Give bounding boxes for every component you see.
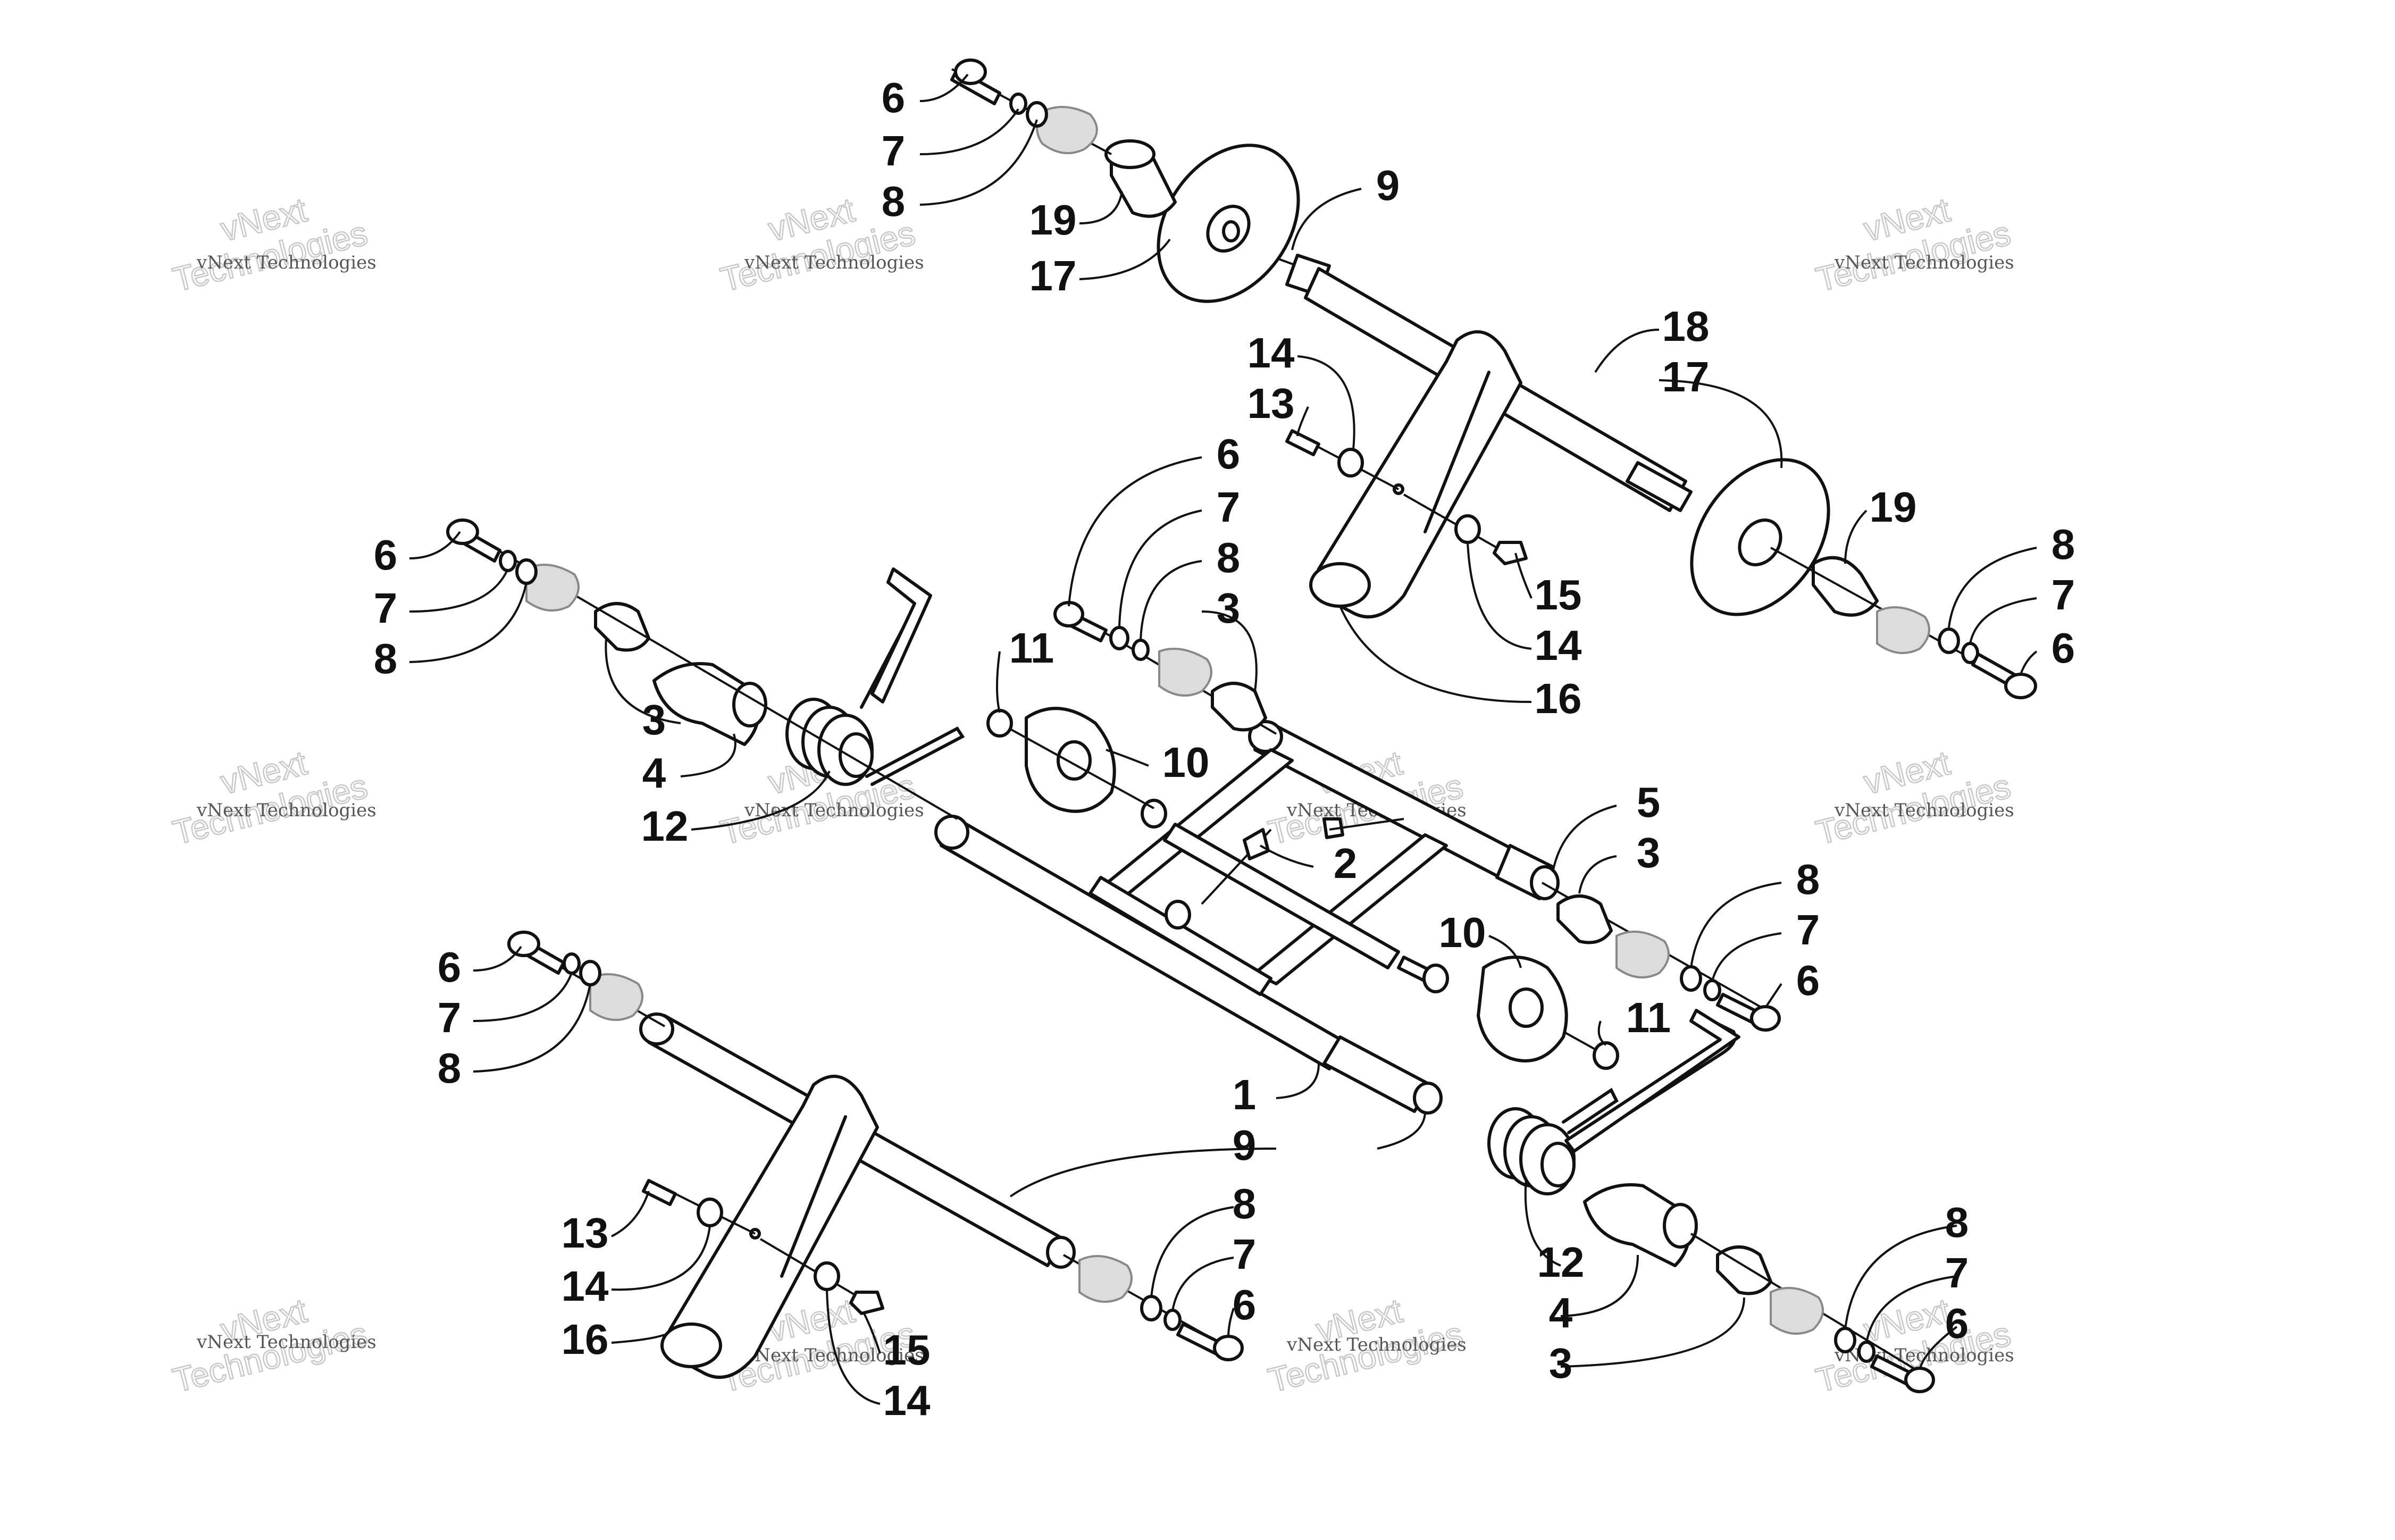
callout-15: 15 bbox=[1535, 571, 1582, 618]
callout-8: 8 bbox=[1796, 856, 1820, 903]
callout-7: 7 bbox=[882, 127, 906, 174]
callout-3: 3 bbox=[642, 696, 666, 743]
watermark-caption: vNext Technologies bbox=[1286, 1334, 1467, 1355]
callout-16: 16 bbox=[1535, 675, 1582, 722]
watermark-caption: vNext Technologies bbox=[196, 800, 376, 821]
lower-right-fasteners bbox=[1690, 1233, 1935, 1393]
callout-6: 6 bbox=[1233, 1281, 1257, 1328]
callout-6: 6 bbox=[1945, 1300, 1969, 1347]
callout-7: 7 bbox=[1217, 483, 1241, 531]
callout-17: 17 bbox=[1662, 353, 1710, 400]
callout-14: 14 bbox=[1247, 329, 1295, 376]
callout-9: 9 bbox=[1376, 162, 1400, 209]
callout-3: 3 bbox=[1217, 584, 1241, 632]
leader-lines bbox=[409, 73, 2038, 1405]
callout-6: 6 bbox=[374, 531, 398, 579]
middle-center-fasteners bbox=[1053, 601, 1277, 735]
watermark: vNext Technologies bbox=[169, 190, 372, 300]
upper-left-fasteners bbox=[950, 58, 1112, 155]
middle-left-spacer bbox=[594, 602, 650, 652]
cross-braces bbox=[1088, 748, 1449, 996]
watermark: vNext Technologies bbox=[169, 743, 372, 853]
middle-left-spring bbox=[785, 567, 965, 786]
callout-8: 8 bbox=[1217, 534, 1241, 581]
upper-left-spacer bbox=[1104, 139, 1177, 218]
callout-15: 15 bbox=[883, 1326, 931, 1374]
watermark-caption: vNext Technologies bbox=[744, 800, 924, 821]
callout-7: 7 bbox=[374, 584, 398, 632]
callout-6: 6 bbox=[438, 943, 462, 991]
callout-11: 11 bbox=[1009, 624, 1054, 672]
callout-14: 14 bbox=[883, 1377, 931, 1424]
callout-10: 10 bbox=[1439, 909, 1486, 956]
callout-10: 10 bbox=[1162, 739, 1210, 786]
lower-left-shaft-fasteners bbox=[507, 931, 665, 1027]
callout-6: 6 bbox=[2051, 624, 2075, 672]
callout-12: 12 bbox=[641, 802, 689, 850]
lower-right-sleeve bbox=[1583, 1183, 1698, 1267]
grease-fittings bbox=[1201, 817, 1404, 905]
watermark-caption: vNext Technologies bbox=[196, 1332, 376, 1353]
callout-7: 7 bbox=[1233, 1231, 1257, 1278]
watermark: vNext Technologies bbox=[1812, 190, 2015, 300]
callout-4: 4 bbox=[642, 749, 666, 797]
upper-arm-hardware bbox=[1285, 429, 1528, 565]
lower-left-arm-hardware bbox=[642, 1179, 884, 1315]
watermark-caption: vNext Technologies bbox=[744, 252, 924, 273]
main-cross-shaft bbox=[934, 815, 1443, 1115]
callout-18: 18 bbox=[1662, 303, 1710, 350]
lower-left-end-fasteners bbox=[1063, 1254, 1244, 1361]
callout-12: 12 bbox=[1537, 1238, 1585, 1286]
callout-17: 17 bbox=[1029, 252, 1077, 299]
upper-right-fasteners bbox=[1770, 547, 2037, 699]
lower-left-arm bbox=[660, 1075, 879, 1379]
callout-14: 14 bbox=[562, 1262, 609, 1310]
callout-5: 5 bbox=[1637, 779, 1661, 826]
upper-right-spacer bbox=[1812, 556, 1879, 617]
callout-8: 8 bbox=[1945, 1199, 1969, 1246]
callout-7: 7 bbox=[438, 994, 462, 1041]
callout-9: 9 bbox=[1233, 1121, 1257, 1169]
callout-6: 6 bbox=[882, 74, 906, 121]
callout-7: 7 bbox=[1945, 1249, 1969, 1296]
callout-14: 14 bbox=[1535, 622, 1582, 669]
callout-3: 3 bbox=[1637, 829, 1661, 876]
callout-13: 13 bbox=[1247, 380, 1295, 427]
callout-7: 7 bbox=[2051, 571, 2075, 618]
callout-8: 8 bbox=[882, 178, 906, 225]
callout-8: 8 bbox=[374, 635, 398, 682]
middle-left-fasteners bbox=[446, 518, 958, 820]
upper-left-wheel bbox=[1157, 144, 1300, 303]
middle-left-sleeve bbox=[652, 662, 767, 746]
callout-2: 2 bbox=[1334, 840, 1358, 887]
watermark-caption: vNext Technologies bbox=[1834, 800, 2014, 821]
watermark-caption: vNext Technologies bbox=[196, 252, 376, 273]
callout-8: 8 bbox=[2051, 521, 2075, 568]
callout-8: 8 bbox=[438, 1044, 462, 1092]
watermark: vNext Technologies bbox=[1812, 743, 2015, 853]
callout-6: 6 bbox=[1217, 430, 1241, 478]
callout-7: 7 bbox=[1796, 906, 1820, 953]
watermark-caption: vNext Technologies bbox=[1834, 252, 2014, 273]
middle-right-fasteners bbox=[1542, 882, 1781, 1032]
left-bushing-block bbox=[986, 707, 1154, 813]
callout-16: 16 bbox=[562, 1316, 609, 1363]
callout-19: 19 bbox=[1029, 196, 1077, 244]
right-bushing-block bbox=[1477, 956, 1619, 1070]
upper-arm bbox=[1309, 330, 1522, 618]
callout-labels: 6 7 8 19 17 9 18 17 14 13 19 15 14 16 8 … bbox=[374, 74, 2075, 1424]
upper-right-wheel bbox=[1690, 458, 1830, 616]
callout-11: 11 bbox=[1626, 994, 1671, 1041]
callout-8: 8 bbox=[1233, 1180, 1257, 1227]
callout-19: 19 bbox=[1870, 483, 1917, 531]
callout-3: 3 bbox=[1549, 1340, 1573, 1387]
callout-6: 6 bbox=[1796, 957, 1820, 1004]
callout-1: 1 bbox=[1233, 1071, 1257, 1118]
secondary-shaft bbox=[1248, 720, 1560, 900]
lower-right-spring bbox=[1487, 1009, 1740, 1195]
callout-13: 13 bbox=[562, 1209, 609, 1257]
callout-4: 4 bbox=[1549, 1289, 1573, 1336]
